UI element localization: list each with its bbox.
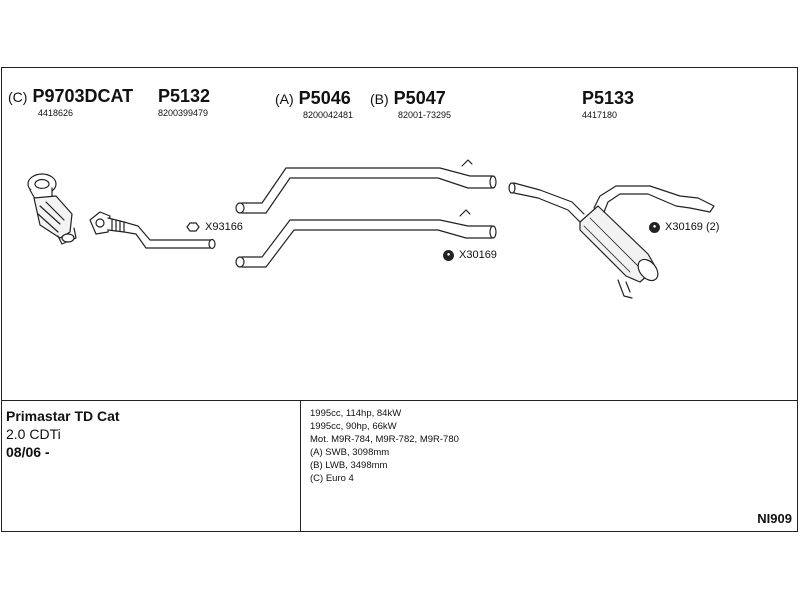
bracket-ring-icon: ● — [443, 249, 454, 261]
part-oe-number: 8200399479 — [158, 108, 209, 118]
spec-line: Mot. M9R-784, M9R-782, M9R-780 — [310, 434, 459, 445]
part-prefix: (B) — [370, 91, 389, 107]
diagram-code: NI909 — [757, 511, 792, 526]
divider-vertical — [300, 400, 301, 532]
callout-bracket-rear: ● X30169 (2) — [649, 221, 719, 233]
part-code: P5047 — [393, 88, 446, 108]
part-code: P9703DCAT — [32, 86, 134, 106]
spec-line: (B) LWB, 3498mm — [310, 460, 388, 471]
rear-silencer-drawing — [508, 182, 715, 299]
callout-label: X30169 — [459, 249, 497, 261]
callout-label: X93166 — [205, 221, 243, 233]
part-code: P5132 — [158, 86, 211, 106]
part-oe-number: 82001-73295 — [398, 110, 452, 120]
part-prefix: (A) — [275, 91, 294, 107]
part-label-rear-silencer: P5133 4417180 — [582, 88, 634, 120]
part-prefix: (C) — [8, 89, 28, 105]
middle-pipe-a-drawing — [235, 159, 497, 214]
part-oe-number: 8200042481 — [303, 110, 354, 120]
diagram-frame — [1, 67, 798, 532]
callout-clamp: X93166 — [186, 221, 243, 233]
callout-bracket-middle: ● X30169 — [443, 249, 497, 261]
part-label-front-pipe: P5132 8200399479 — [158, 86, 210, 118]
vehicle-info: Primastar TD Cat 2.0 CDTi 08/06 - — [6, 408, 120, 460]
middle-pipe-b-drawing — [235, 209, 497, 268]
vehicle-name: Primastar TD Cat — [6, 408, 120, 424]
clamp-icon — [186, 222, 200, 232]
vehicle-year: 08/06 - — [6, 444, 50, 460]
part-code: P5046 — [298, 88, 351, 108]
spec-line: (C) Euro 4 — [310, 473, 354, 484]
part-label-middle-pipe-lwb: (B) P5047 82001-73295 — [370, 88, 451, 120]
part-code: P5133 — [582, 88, 635, 108]
part-oe-number: 4418626 — [38, 108, 74, 118]
part-oe-number: 4417180 — [582, 110, 618, 120]
part-label-middle-pipe-swb: (A) P5046 8200042481 — [275, 88, 353, 120]
spec-list: 1995cc, 114hp, 84kW 1995cc, 90hp, 66kW M… — [310, 407, 459, 485]
callout-label: X30169 (2) — [665, 221, 720, 233]
spec-line: (A) SWB, 3098mm — [310, 447, 390, 458]
catalyst-drawing — [27, 173, 77, 245]
divider-horizontal — [1, 400, 798, 401]
vehicle-engine: 2.0 CDTi — [6, 426, 61, 442]
part-label-catalyst: (C) P9703DCAT 4418626 — [8, 86, 133, 118]
spec-line: 1995cc, 90hp, 66kW — [310, 421, 397, 432]
front-pipe-drawing — [89, 211, 216, 250]
bracket-ring-icon: ● — [649, 221, 660, 233]
spec-line: 1995cc, 114hp, 84kW — [310, 408, 402, 419]
